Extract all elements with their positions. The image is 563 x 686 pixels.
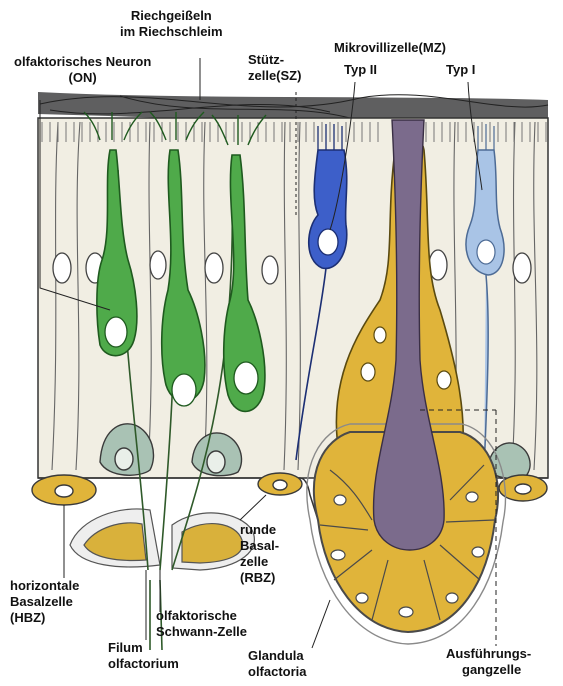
label-riechgeisseln: Riechgeißeln im Riechschleim <box>120 8 223 40</box>
label-schwann-zelle: olfaktorische Schwann-Zelle <box>156 608 247 640</box>
label-ausfuehrungsgangzelle: Ausführungs- gangzelle <box>446 646 531 678</box>
label-mikrovillizelle: Mikrovillizelle(MZ) <box>334 40 446 56</box>
label-stuetzzelle: Stütz- zelle(SZ) <box>248 52 301 84</box>
label-filum-olfactorium: Filum olfactorium <box>108 640 179 672</box>
label-glandula-olfactoria: Glandula olfactoria <box>248 648 307 680</box>
label-olfaktorisches-neuron: olfaktorisches Neuron (ON) <box>14 54 151 86</box>
label-runde-basalzelle: runde Basal- zelle (RBZ) <box>240 522 279 586</box>
label-horizontale-basalzelle: horizontale Basalzelle (HBZ) <box>10 578 79 626</box>
label-typ-1: Typ I <box>446 62 475 78</box>
label-typ-2: Typ II <box>344 62 377 78</box>
